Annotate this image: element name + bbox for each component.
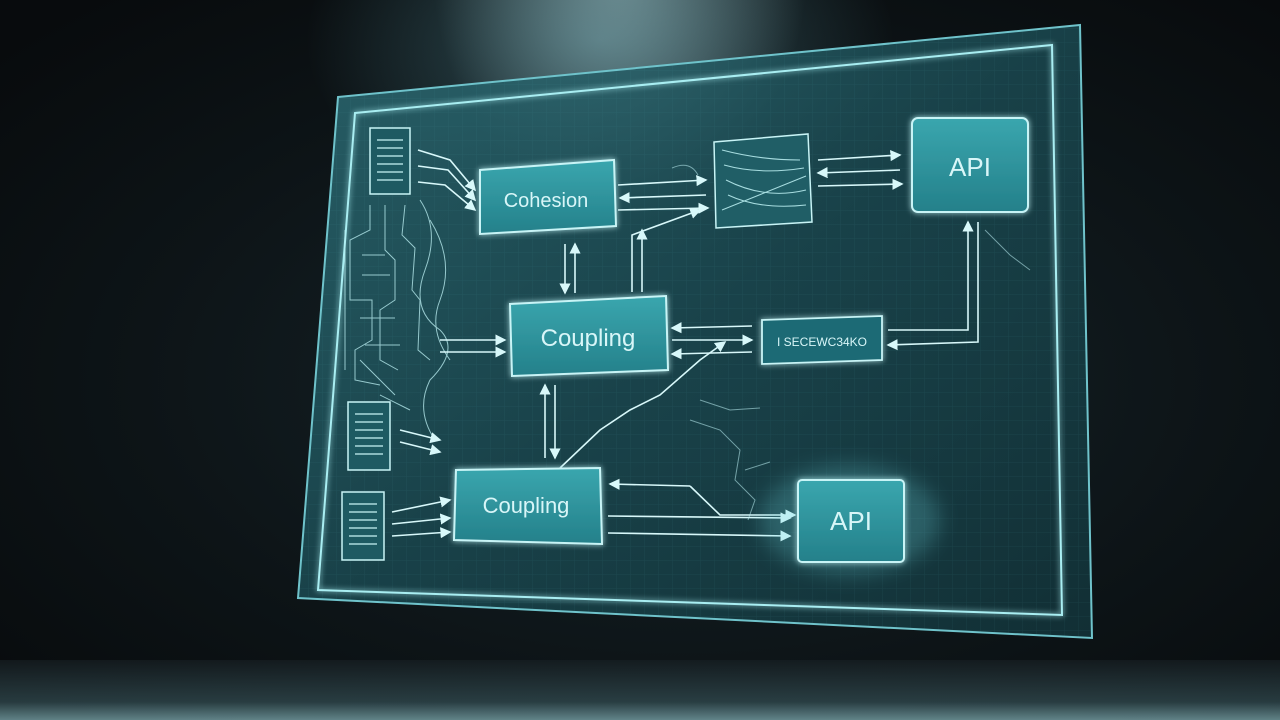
node-label: API xyxy=(830,506,872,536)
left-connector-network xyxy=(344,199,451,441)
node-cohesion[interactable]: Cohesion xyxy=(479,158,618,236)
document-icon xyxy=(341,491,385,561)
node-label: Cohesion xyxy=(504,190,589,212)
glass-panel xyxy=(296,23,1094,640)
document-icon xyxy=(347,401,391,471)
node-coupling-top[interactable]: Coupling xyxy=(508,294,670,378)
node-middle-right[interactable]: I SECEWC34KO xyxy=(761,315,883,365)
connector-arrows xyxy=(391,149,979,542)
chart-thumbnail-icon xyxy=(713,133,813,229)
document-icon xyxy=(369,127,411,195)
node-coupling-bottom[interactable]: Coupling xyxy=(452,466,604,546)
node-label: Coupling xyxy=(483,493,570,518)
node-api-top[interactable]: API xyxy=(911,117,1029,213)
node-api-bottom[interactable]: API xyxy=(760,465,940,575)
floor-reflection xyxy=(0,660,1280,720)
node-label: I SECEWC34KO xyxy=(777,335,867,349)
node-label: Coupling xyxy=(541,325,636,352)
node-label: API xyxy=(949,152,991,182)
decorative-trace-lines xyxy=(671,164,1031,521)
